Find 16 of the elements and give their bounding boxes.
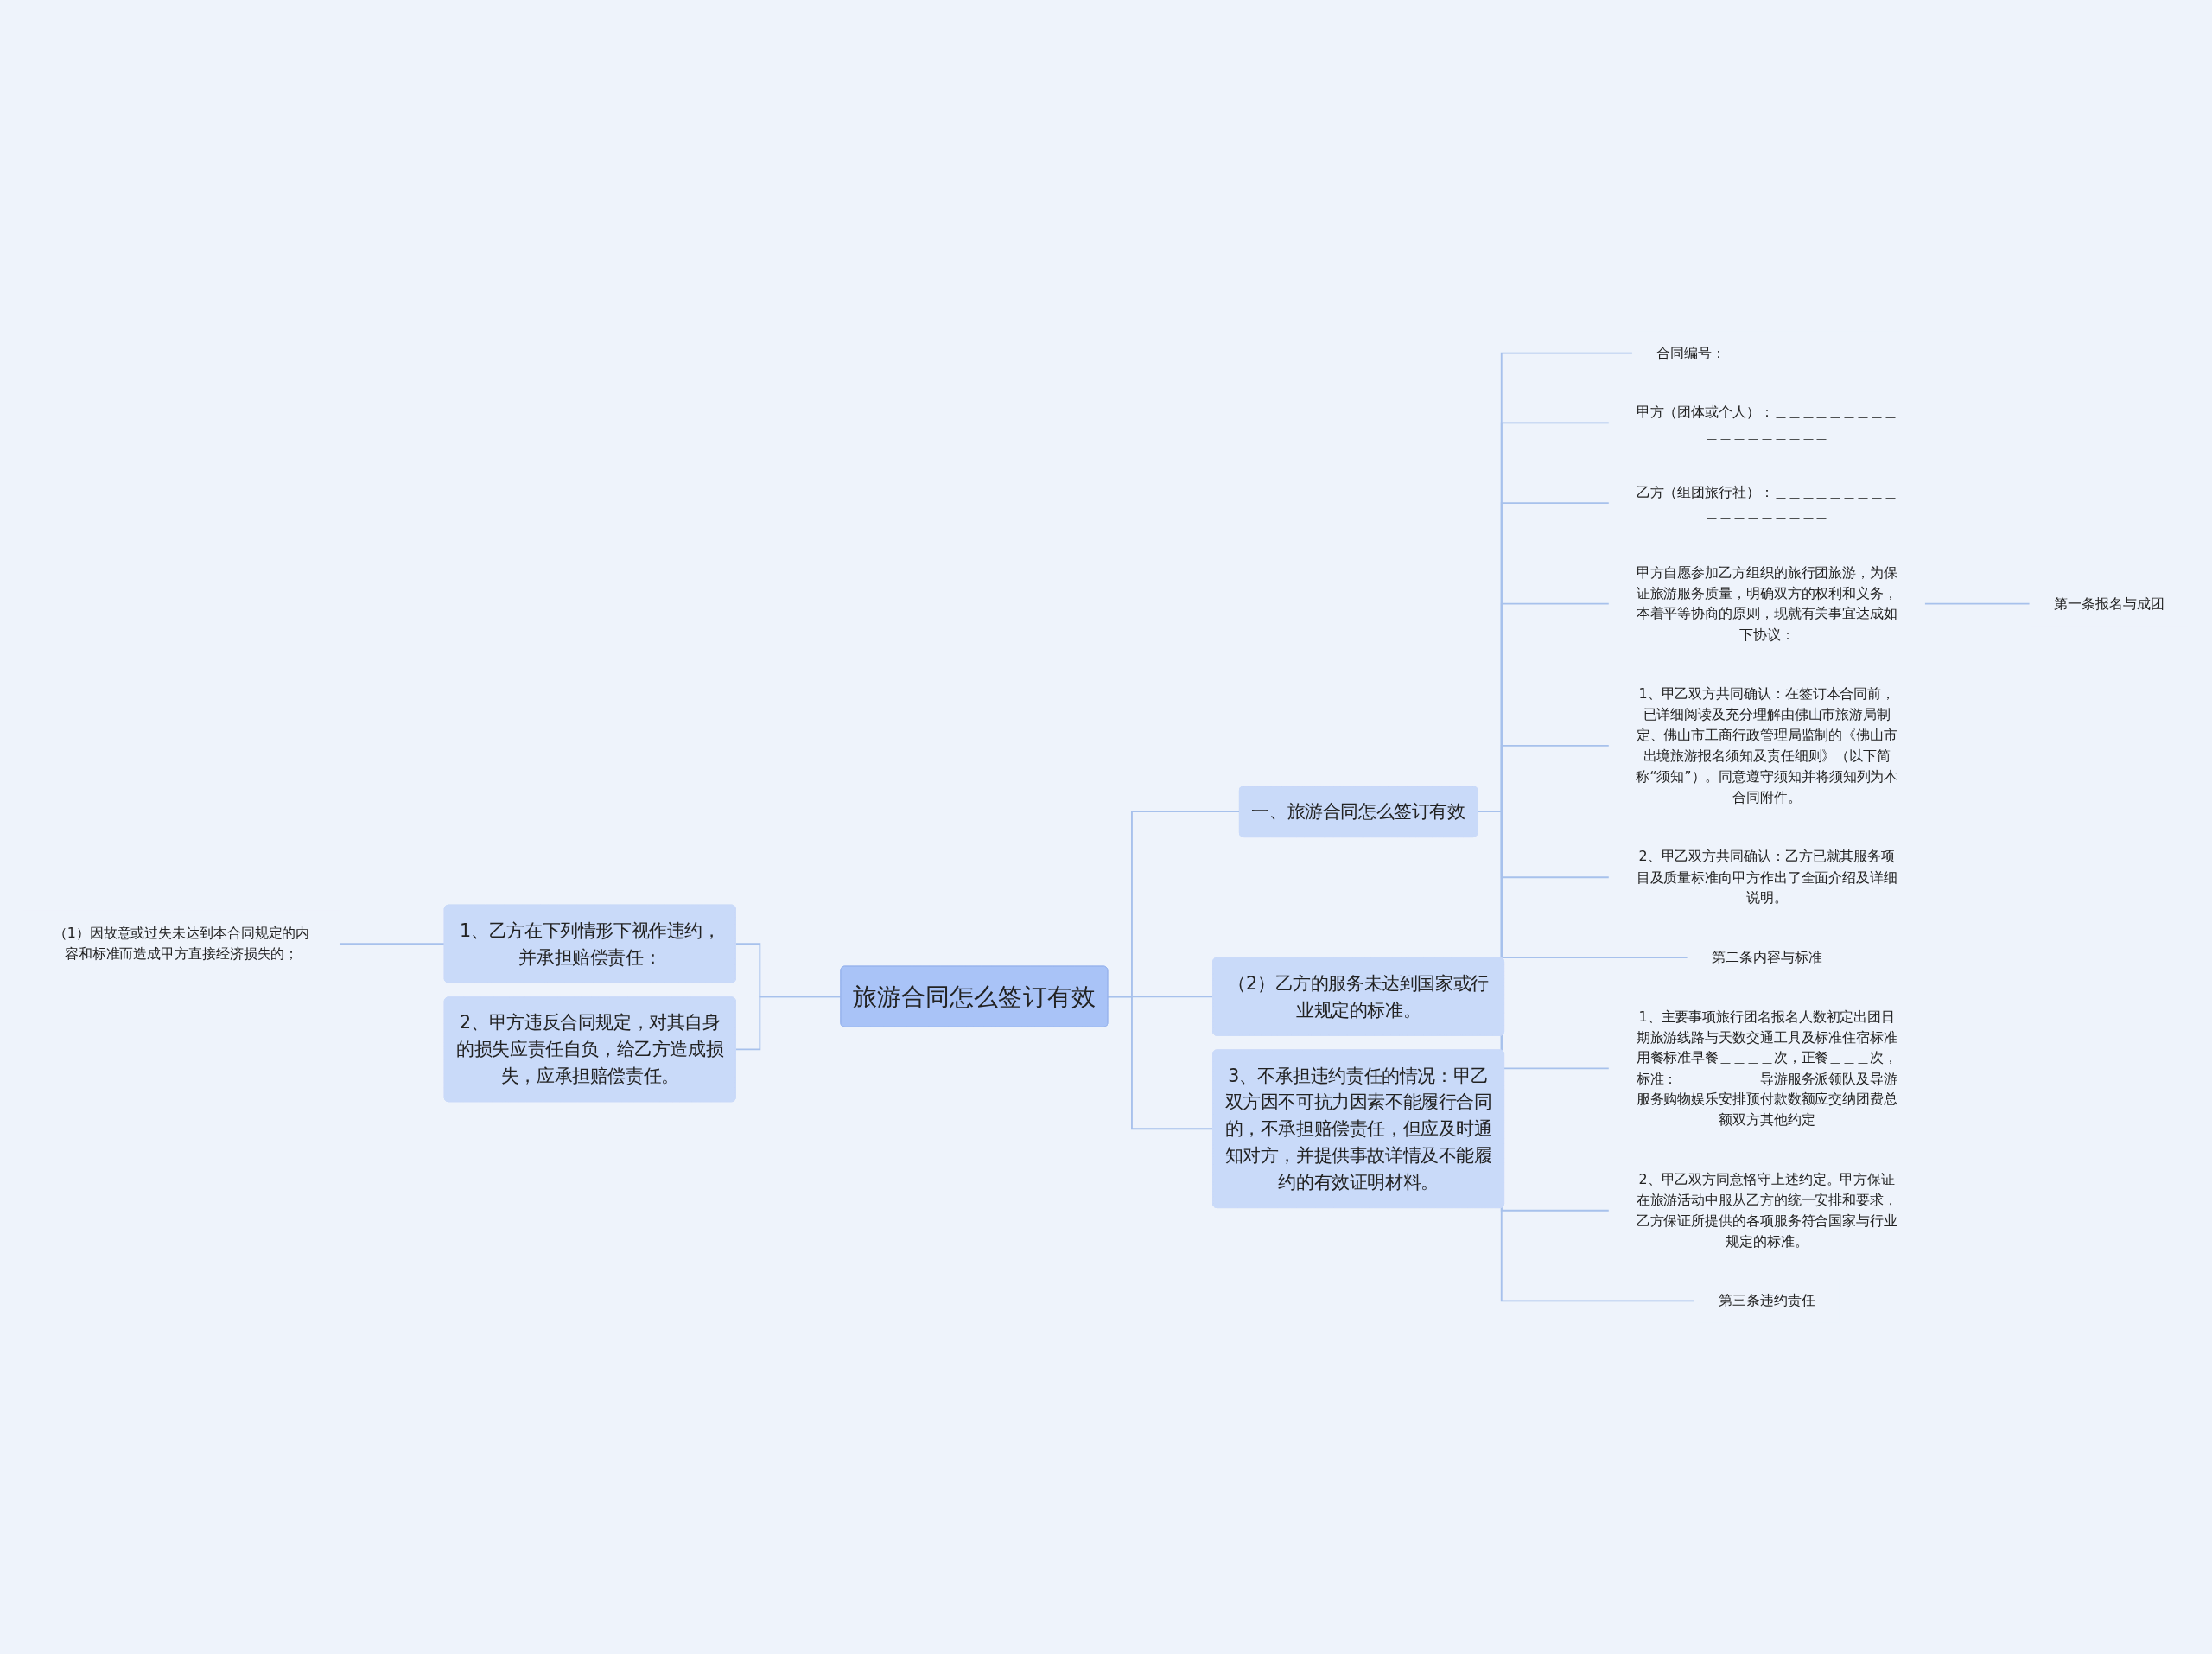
connector	[338, 943, 446, 945]
node-text: 1、主要事项旅行团名报名人数初定出团日期旅游线路与天数交通工具及标准住宿标准用餐标准早餐＿＿＿＿次，正餐＿＿＿次，标准：＿＿＿＿＿＿导游服务派领队及导游服务购物娱乐安排预付款数额应交纳团费总额双方其他约定	[1636, 1008, 1897, 1128]
node-text: 甲方自愿参加乙方组织的旅行团旅游，为保证旅游服务质量，明确双方的权利和义务，本着平等协商的原则，现就有关事宜达成如下协议：	[1636, 563, 1897, 643]
node-text: （1）因故意或过失未达到本合同规定的内容和标准而造成甲方直接经济损失的；	[53, 925, 310, 962]
node-text: 第一条报名与成团	[2054, 595, 2164, 612]
connector	[734, 996, 842, 1051]
node-text: 2、甲乙双方同意恪守上述约定。甲方保证在旅游活动中服从乙方的统一安排和要求，乙方保证所提供的各项服务符合国家与行业规定的标准。	[1636, 1170, 1897, 1250]
node-text: 合同编号：＿＿＿＿＿＿＿＿＿＿＿	[1656, 344, 1878, 361]
node-text: 1、甲乙双方共同确认：在签订本合同前，已详细阅读及充分理解由佛山市旅游局制定、佛山市工商行政管理局监制的《佛山市出境旅游报名须知及责任细则》（以下简称“须知”）。同意遵守须知并将须知列为本合同附件。	[1636, 685, 1898, 805]
node-text: 2、甲乙双方共同确认：乙方已就其服务项目及质量标准向甲方作出了全面介绍及详细说明。	[1636, 848, 1897, 906]
connector	[1106, 996, 1214, 1130]
connector	[1923, 602, 2031, 605]
node-text: 甲方（团体或个人）：＿＿＿＿＿＿＿＿＿＿＿＿＿＿＿＿＿＿	[1636, 404, 1897, 442]
node-text: 第三条违约责任	[1719, 1292, 1815, 1308]
node-text: 第二条内容与标准	[1712, 948, 1822, 965]
node-text: 乙方（组团旅行社）：＿＿＿＿＿＿＿＿＿＿＿＿＿＿＿＿＿＿	[1636, 484, 1897, 521]
